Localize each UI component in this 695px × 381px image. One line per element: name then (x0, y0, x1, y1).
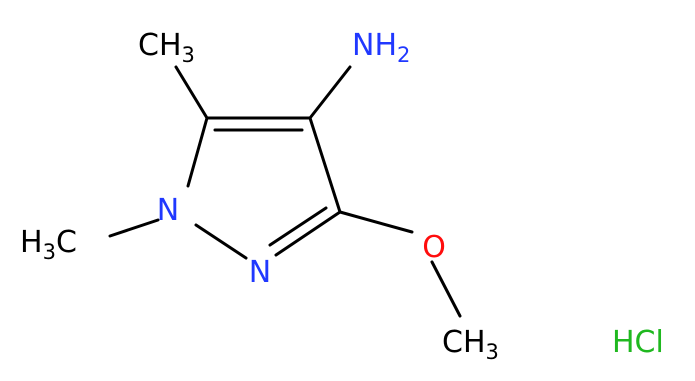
atom-ch3-left: H3C (20, 225, 77, 264)
atom-n1: N (157, 193, 179, 228)
ch3-left-symbol: C (56, 225, 77, 260)
bond-oxygen-methyl (430, 260, 462, 318)
nh2-symbol: NH (352, 28, 397, 63)
bond-n1-methyl (108, 218, 160, 238)
atom-ch3-top: CH3 (138, 28, 195, 67)
ch3-bottom-subscript: 3 (486, 340, 499, 364)
atom-n2: N (249, 255, 271, 290)
nh2-subscript: 2 (397, 43, 410, 67)
bond-c5-methyl (174, 65, 209, 120)
bond-c3-n2 (274, 210, 342, 257)
ch3-top-symbol: CH (138, 28, 182, 63)
atom-nh2: NH2 (352, 28, 410, 67)
bond-n2-n1 (194, 223, 248, 260)
ch3-left-prefix: H (20, 225, 43, 260)
ch3-bottom-symbol: CH (442, 325, 486, 360)
ch3-top-subscript: 3 (182, 43, 195, 67)
bond-c4-amine (308, 65, 352, 120)
bond-c3-oxygen (338, 210, 414, 234)
salt-label: HCl (612, 325, 664, 360)
bond-c3-n2-inner (268, 206, 328, 247)
ch3-left-subscript: 3 (43, 240, 56, 264)
bond-c4-c3 (308, 116, 342, 214)
bond-n1-c5 (186, 116, 209, 188)
atom-o: O (422, 230, 446, 265)
atom-ch3-bottom: CH3 (442, 325, 499, 364)
